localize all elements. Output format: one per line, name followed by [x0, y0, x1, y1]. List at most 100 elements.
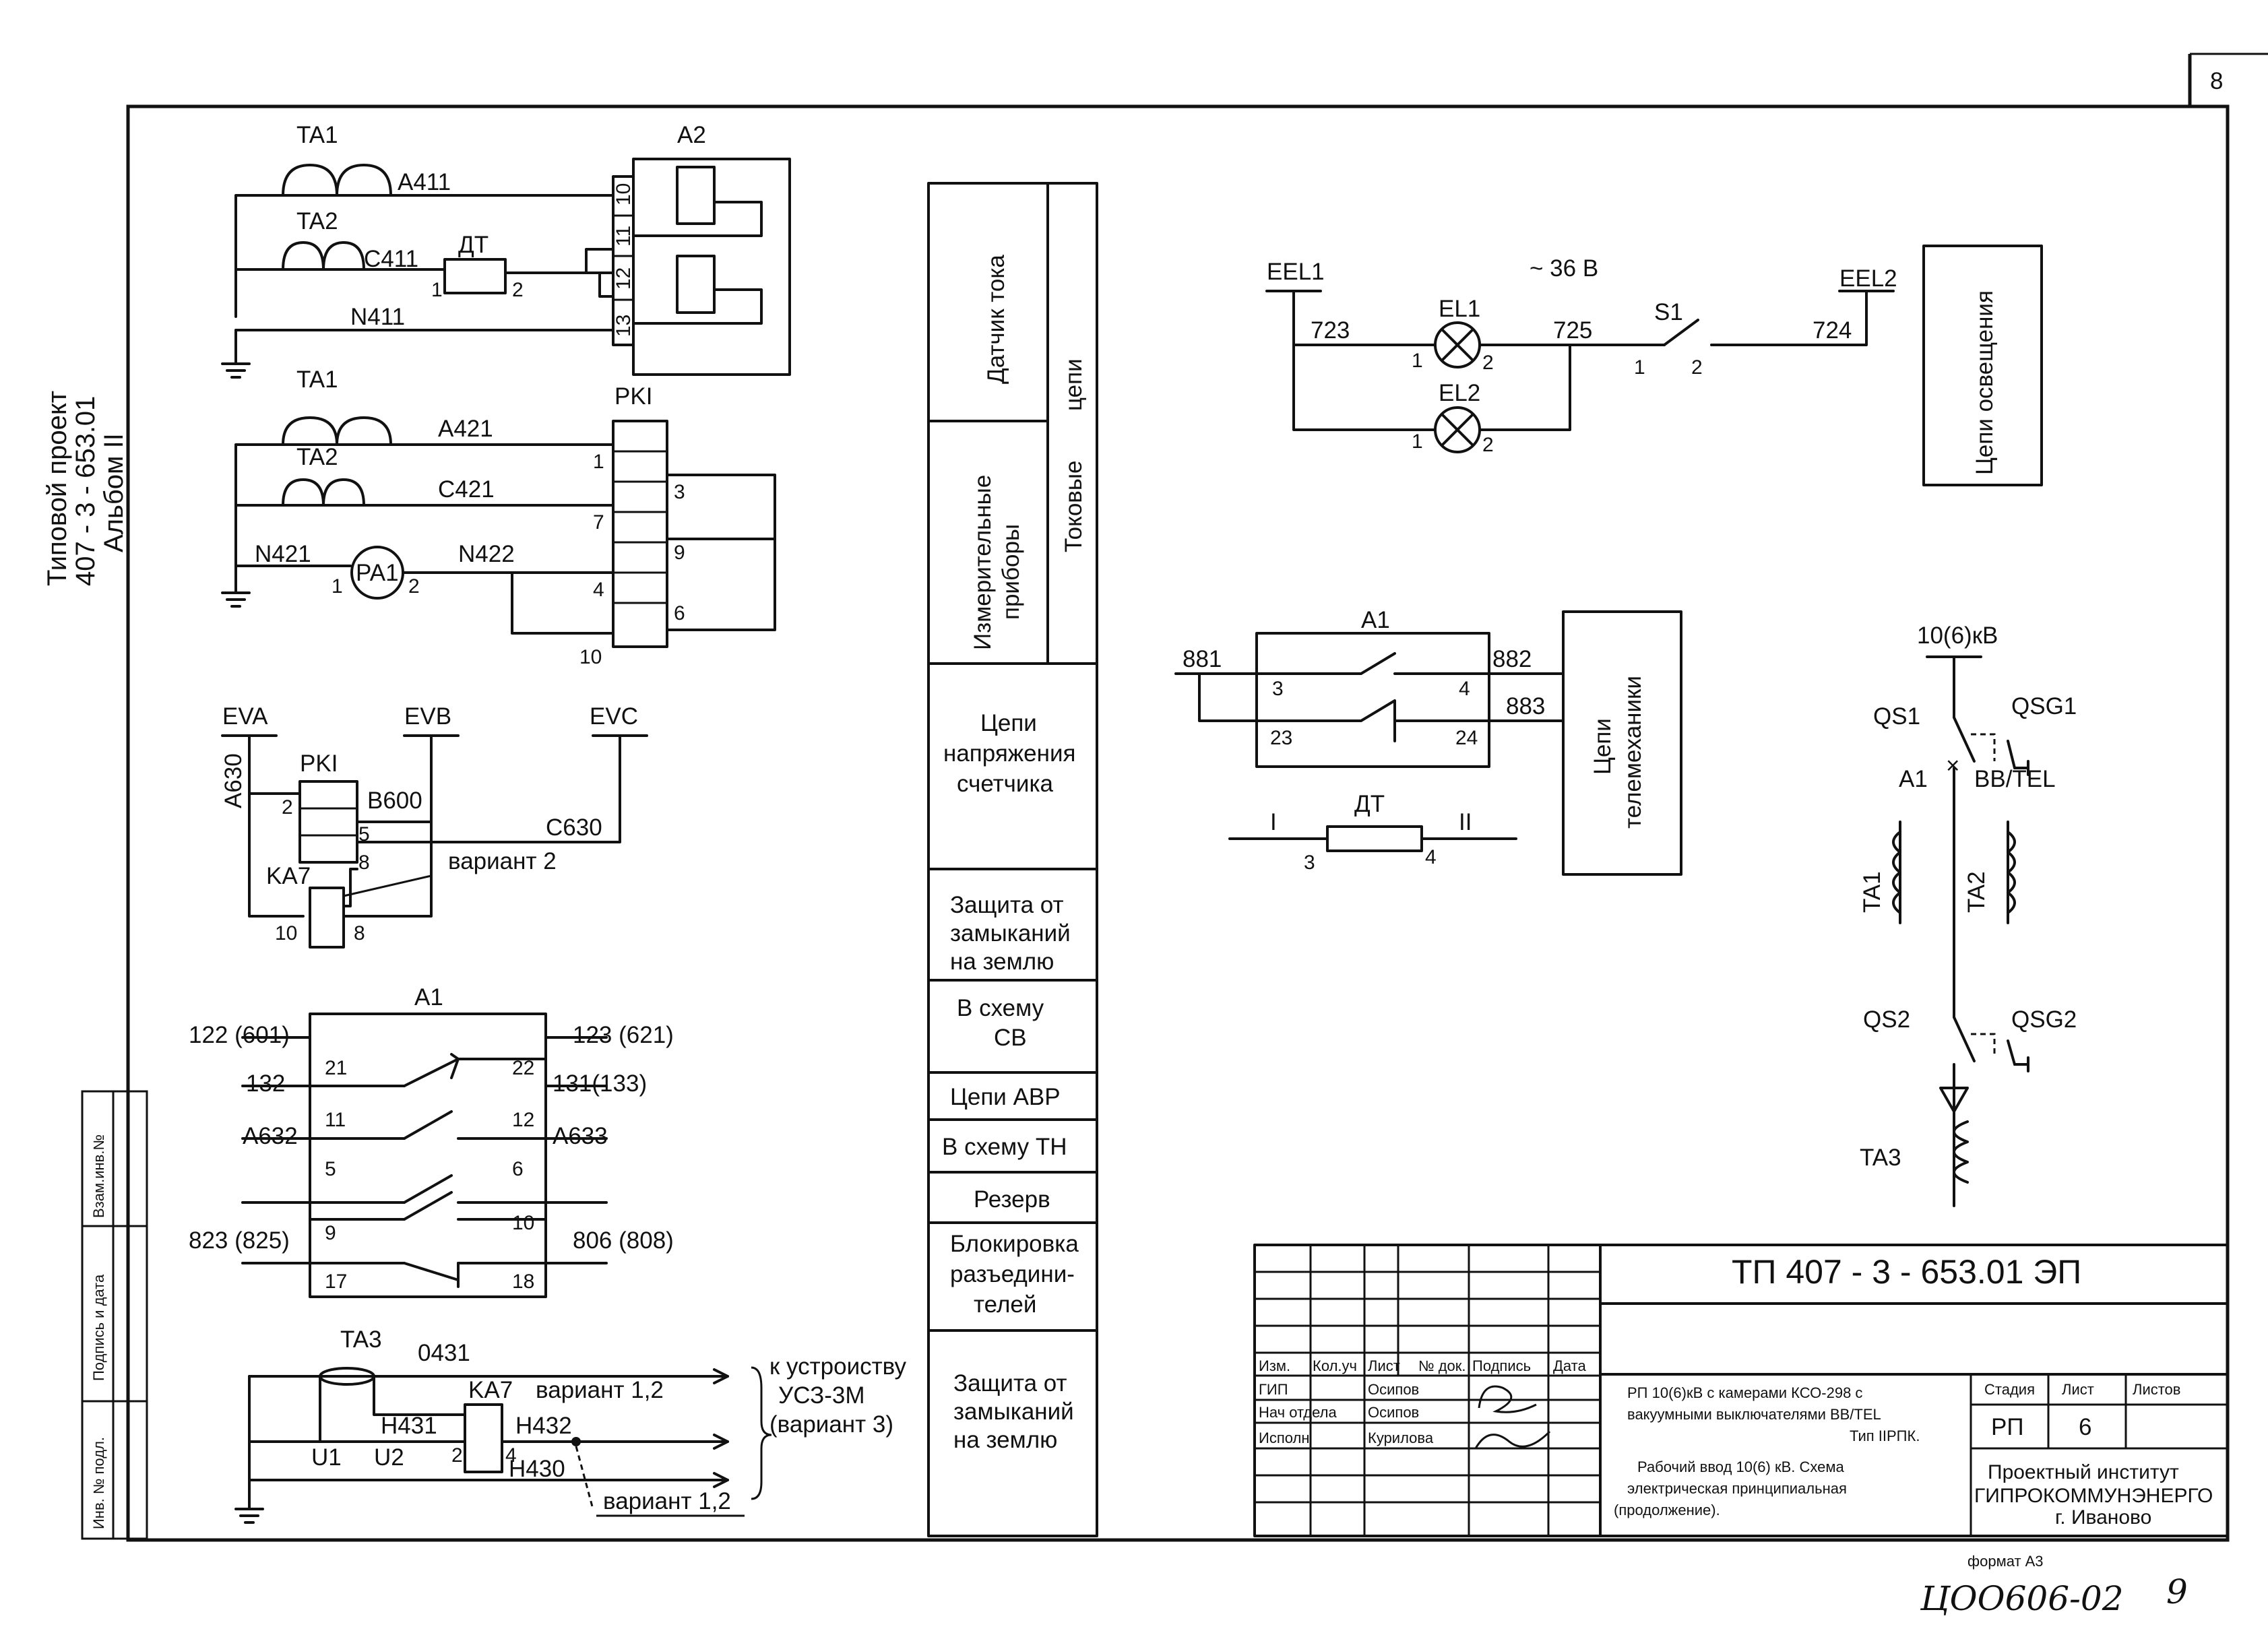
handwritten-code: ЦОО606-02: [1920, 1579, 2124, 1618]
org-line1: Проектный институт: [1988, 1461, 2179, 1483]
legend-earth1-1: Защита от: [950, 892, 1064, 918]
pa1-pin-1: 1: [332, 575, 343, 598]
desc2-line2: электрическая принципиальная: [1627, 1480, 1847, 1497]
wire-724: 724: [1813, 317, 1852, 344]
ground-icon: [221, 591, 251, 608]
s1-pin-2: 2: [1691, 356, 1703, 379]
ta1-label: TA1: [296, 366, 338, 393]
a1-left-3: A632: [243, 1123, 298, 1149]
qsg2-label: QSG2: [2011, 1006, 2077, 1033]
legend-tokovye-2: цепи: [1061, 358, 1087, 411]
wire-0431: 0431: [418, 1340, 470, 1366]
pki-pin-5: 5: [358, 823, 370, 845]
ta3-ct-icon: [1953, 1120, 1969, 1184]
hdr-sign: Подпись: [1472, 1357, 1531, 1374]
signature-exec-icon: [1474, 1430, 1551, 1449]
a1-pin-12: 12: [512, 1109, 534, 1131]
a1-contacts-block: A1 122 (601) 132 A632 823 (825) 123 (621…: [189, 984, 674, 1298]
legend-voltage-1: Цепи: [980, 710, 1037, 736]
lighting-box-label: Цепи освещения: [1972, 290, 1998, 475]
pki-term-6: 6: [674, 602, 685, 624]
name-exec: Курилова: [1368, 1430, 1434, 1446]
destination-2: УСЗ-3М: [778, 1382, 865, 1409]
contact-21-22: [309, 1053, 547, 1087]
a2-pin-10: 10: [612, 183, 635, 205]
ka7-pin-10: 10: [275, 922, 297, 944]
a2-pin-11: 11: [612, 226, 635, 247]
desc2-line1: Рабочий ввод 10(6) кВ. Схема: [1637, 1458, 1845, 1475]
format-label: формат А3: [1967, 1553, 2044, 1570]
legend-sensor: Датчик тока: [983, 255, 1009, 384]
earth-fault-circuit: TA3 0431 KA7 вариант 1,2 H431 H432 H430 …: [234, 1326, 907, 1524]
legend-earth1-2: замыканий: [950, 920, 1071, 946]
dt-label: ДТ: [1354, 791, 1385, 817]
desc2-line3: (продолжение).: [1614, 1502, 1720, 1518]
sheet-number: 8: [2210, 68, 2223, 94]
legend-earth1-3: на землю: [950, 949, 1054, 975]
signature-gip-icon: [1478, 1385, 1537, 1413]
breaker-label: BB/TEL: [1974, 766, 2056, 792]
ka7-relay-coil: [309, 887, 345, 949]
legend-interlock-1: Блокировка: [950, 1231, 1079, 1257]
s1-switch-icon: [1663, 319, 1699, 346]
wire-a421: A421: [438, 416, 493, 442]
pki-label: PKI: [300, 750, 338, 777]
dt-pin-1: 1: [431, 279, 443, 301]
dt-side-ii: II: [1459, 809, 1472, 835]
desc1-line2: вакуумными выключателями BB/TEL: [1627, 1406, 1881, 1423]
wire-883: 883: [1506, 693, 1545, 719]
contact-17-18: [309, 1262, 547, 1288]
wire-881: 881: [1183, 646, 1222, 672]
junction-dot: [571, 1437, 581, 1446]
role-gip: ГИП: [1259, 1381, 1288, 1398]
stage-label: Стадия: [1984, 1381, 2035, 1398]
legend-column: Датчик тока Измерительные приборы цепи Т…: [927, 182, 1098, 1537]
telemech-box-1: Цепи: [1589, 718, 1616, 775]
ta3-label: TA3: [340, 1326, 382, 1353]
meter-voltage-circuit: EVA EVB EVC A630 PKI B600 C630 2 5 8 KA7…: [220, 703, 648, 949]
a2-relay-coil-1: [676, 166, 716, 225]
a1-pin-21: 21: [325, 1057, 347, 1079]
pa1-label: PA1: [356, 560, 399, 586]
destination-brace-icon: [751, 1366, 772, 1500]
wire-c630: C630: [546, 814, 602, 841]
qs1-label: QS1: [1873, 703, 1920, 730]
a1-pin-4: 4: [1459, 678, 1470, 700]
wire-725: 725: [1553, 317, 1592, 344]
legend-reserve: Резерв: [974, 1186, 1050, 1213]
wire-b600: B600: [367, 788, 422, 814]
hdr-doc: № док.: [1418, 1357, 1466, 1374]
variant-1-2-bottom: вариант 1,2: [603, 1488, 731, 1514]
wire-a411: A411: [398, 169, 451, 195]
name-head: Осипов: [1368, 1404, 1419, 1421]
pki-pin-8: 8: [358, 852, 370, 874]
pki-pin-2: 2: [282, 796, 293, 819]
side-title-line3: Альбом II: [99, 433, 129, 552]
meter-current-circuit: TA1 TA2 PKI A421 C421 N421 PA1 1 2 N422 …: [221, 366, 776, 668]
a2-pin-12: 12: [612, 267, 635, 290]
a1-pin-17: 17: [325, 1271, 347, 1293]
a1-right-3: A633: [553, 1123, 608, 1149]
hdr-izm: Изм.: [1259, 1357, 1290, 1374]
voltage-36v: ~ 36 В: [1530, 255, 1598, 282]
pki-voltage-terminals: [298, 780, 358, 864]
a1-pin-18: 18: [512, 1271, 534, 1293]
ta1-label: TA1: [296, 122, 338, 148]
wire-n411: N411: [350, 304, 405, 330]
eel1-label: EEL1: [1267, 259, 1325, 285]
org-line2: ГИПРОКОММУНЭНЕРГО: [1974, 1485, 2213, 1507]
legend-sv-2: СВ: [994, 1025, 1027, 1051]
pki-label: PKI: [615, 383, 652, 410]
side-title: Типовой проект 407 - 3 - 653.01 Альбом I…: [42, 391, 129, 586]
ta1-label: TA1: [1859, 871, 1885, 913]
qsg1-label: QSG1: [2011, 693, 2077, 719]
wire-h431: H431: [381, 1413, 437, 1439]
ka7-pin-8: 8: [354, 922, 365, 944]
pki-term-10: 10: [579, 646, 602, 668]
telemechanics-circuit: A1 881 882 883 3 4 23 24 Цепи телемехани…: [1174, 607, 1682, 876]
legend-avr: Цепи АВР: [950, 1084, 1061, 1110]
breaker-x-icon: ×: [1946, 752, 1959, 779]
legend-sv-1: В схему: [957, 995, 1044, 1021]
ta2-coil-icon: [282, 241, 365, 271]
